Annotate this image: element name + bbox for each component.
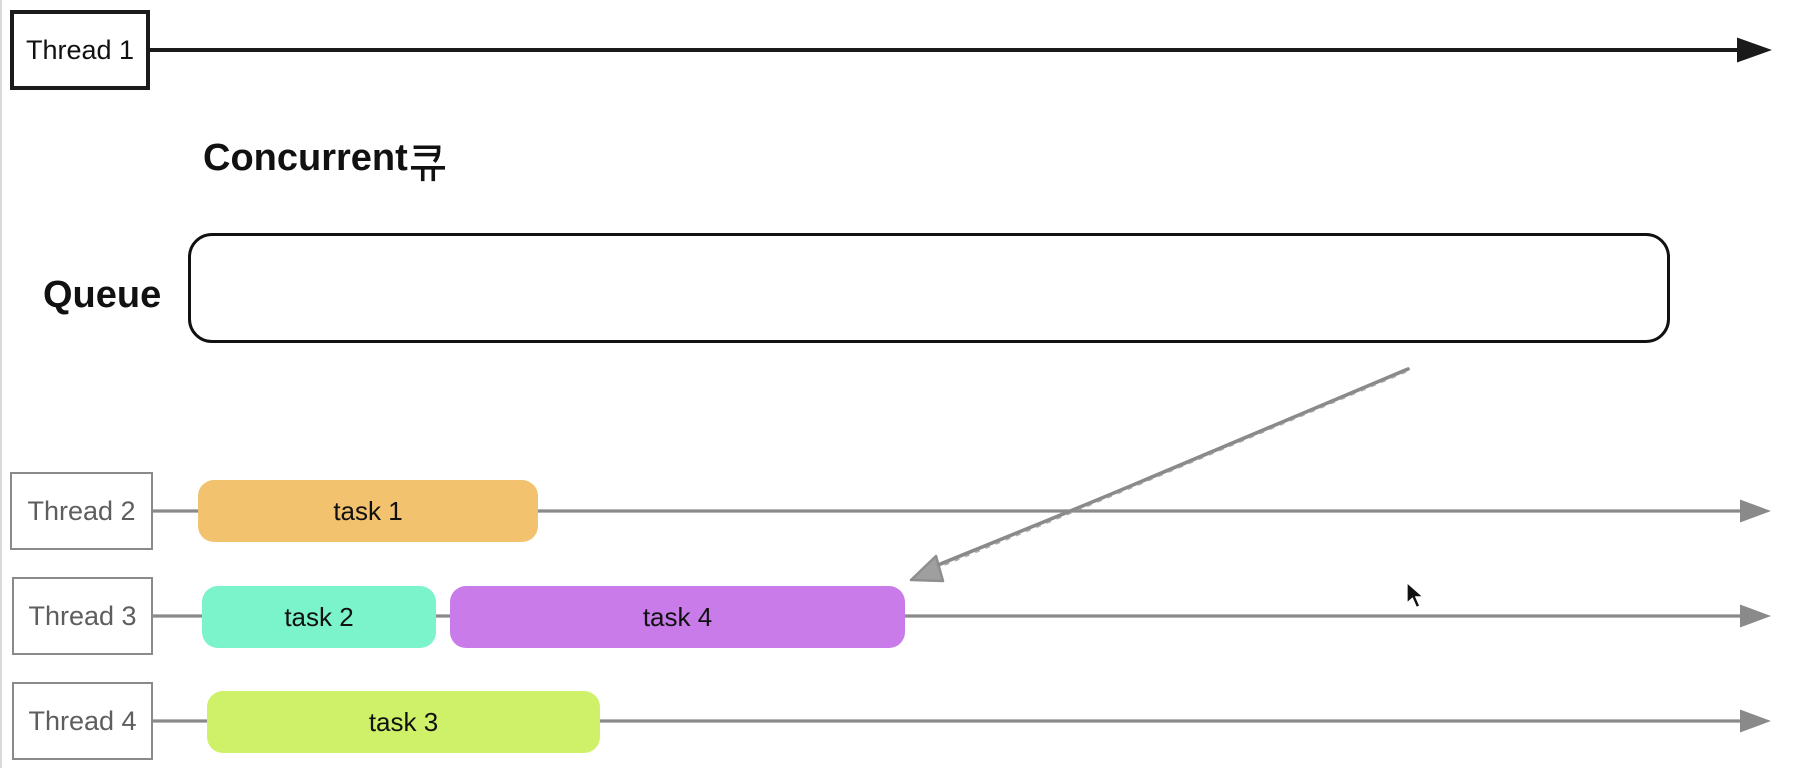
thread-4-arrowhead-icon: [1740, 709, 1771, 733]
window-edge: [0, 0, 2, 768]
queue-label: Queue: [43, 274, 162, 316]
task-3-label: task 3: [368, 706, 439, 737]
title-latin-text: Concurrent: [203, 137, 408, 179]
thread-1-arrowhead-icon: [1737, 37, 1772, 63]
thread-2-arrowhead-icon: [1740, 499, 1771, 523]
mouse-cursor-icon: [1406, 581, 1426, 609]
task-4-label: task 4: [642, 601, 713, 632]
thread-3-label: Thread 3: [28, 600, 137, 631]
diagram-title: Concurrent: [203, 136, 445, 182]
thread-3-arrowhead-icon: [1740, 604, 1771, 628]
thread-4-box: Thread 4: [12, 682, 153, 760]
thread-1-box: Thread 1: [10, 10, 150, 90]
thread-3-box: Thread 3: [12, 577, 153, 655]
hangul-kyu-glyph: [410, 145, 445, 182]
sketch-arrowhead-icon: [909, 554, 945, 583]
thread-1-label: Thread 1: [25, 34, 135, 65]
task-block-task-1: task 1: [198, 480, 538, 542]
task-2-label: task 2: [284, 601, 354, 632]
thread-2-label: Thread 2: [27, 495, 136, 526]
task-1-label: task 1: [333, 495, 403, 526]
task-block-task-3: task 3: [207, 691, 600, 753]
thread-4-label: Thread 4: [28, 705, 137, 736]
sketch-arrow: [909, 367, 1410, 583]
queue-container: [188, 233, 1670, 343]
thread-2-box: Thread 2: [10, 472, 153, 550]
task-block-task-2: task 2: [202, 586, 436, 648]
task-block-task-4: task 4: [450, 586, 905, 648]
